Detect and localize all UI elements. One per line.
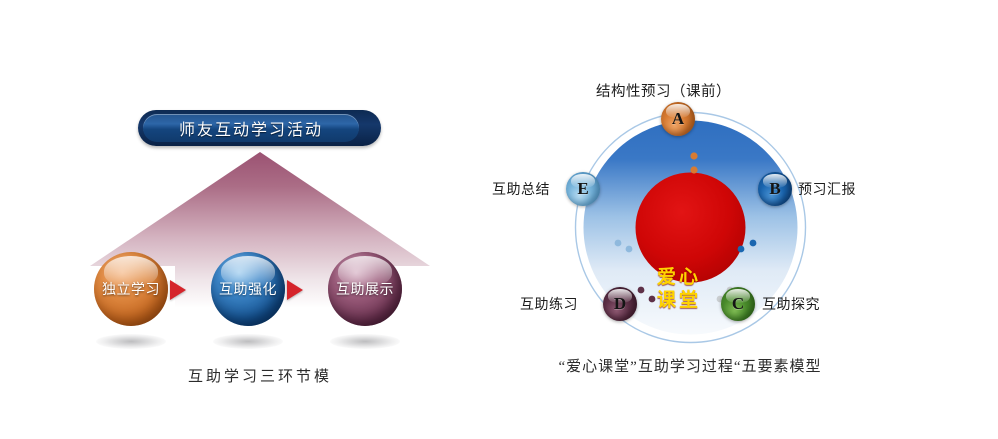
node-label-a: 结构性预习（课前） <box>596 84 731 100</box>
center-label-line2: 课堂 <box>656 290 701 311</box>
node-sphere-b[interactable]: B <box>758 172 792 206</box>
banner-label: 师友互动学习活动 <box>178 122 323 139</box>
node-sphere-d[interactable]: D <box>603 287 637 321</box>
center-label-line1: 爱心 <box>656 267 701 288</box>
left-diagram: 师友互动学习活动 独立学习 <box>80 90 440 410</box>
node-letter: B <box>769 179 781 198</box>
node-label-b: 预习汇报 <box>798 183 856 198</box>
five-element-ring-graphic <box>574 111 807 344</box>
right-diagram: 爱心 课堂 A B C D E 结构性预习（课前） 预习汇报 互助探究 互助练习… <box>490 80 890 400</box>
stage-label: 互助展示 <box>336 283 394 298</box>
left-diagram-caption: 互助学习三环节模 <box>187 369 332 385</box>
stage-label: 互助强化 <box>219 283 277 298</box>
node-letter: A <box>671 109 685 128</box>
node-label-e: 互助总结 <box>492 183 550 198</box>
node-sphere-c[interactable]: C <box>721 287 755 321</box>
sphere-shadow <box>330 334 400 349</box>
stage-sphere-mutual-showcase[interactable]: 互助展示 <box>328 252 402 326</box>
node-sphere-e[interactable]: E <box>566 172 600 206</box>
stage-sphere-independent-study[interactable]: 独立学习 <box>94 252 168 326</box>
flow-arrow-icon <box>170 280 186 300</box>
node-label-d: 互助练习 <box>520 298 578 313</box>
stage-sphere-row: 独立学习 互助强化 互助展示 <box>94 252 424 382</box>
node-sphere-a[interactable]: A <box>661 102 695 136</box>
node-letter: D <box>613 294 627 313</box>
flow-arrow-icon <box>287 280 303 300</box>
node-letter: C <box>731 294 745 313</box>
right-diagram-caption: “爱心课堂”互助学习过程“五要素模型 <box>558 359 822 375</box>
sphere-shadow <box>213 334 283 349</box>
sphere-shadow <box>96 334 166 349</box>
center-label: 爱心 课堂 <box>643 266 715 312</box>
stage-sphere-mutual-reinforce[interactable]: 互助强化 <box>211 252 285 326</box>
banner: 师友互动学习活动 <box>138 110 381 146</box>
stage-label: 独立学习 <box>102 283 160 298</box>
banner-inner-plate: 师友互动学习活动 <box>143 114 359 142</box>
node-letter: E <box>577 179 589 198</box>
node-label-c: 互助探究 <box>762 298 820 313</box>
